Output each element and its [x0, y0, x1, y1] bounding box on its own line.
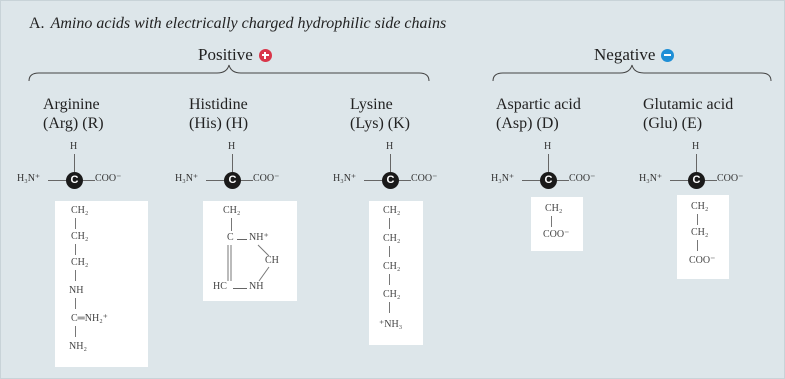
alpha-carbon: C — [688, 172, 705, 189]
carboxyl-group: COO⁻ — [411, 173, 438, 184]
structure-arginine: H H₃N⁺ C COO⁻ CH₂ CH₂ CH₂ NH C═NH₂⁺ NH₂ — [15, 141, 155, 371]
amino-group: H₃N⁺ — [639, 173, 663, 184]
chain-item: CH₂ — [691, 201, 709, 212]
aa-name: Histidine — [189, 96, 248, 113]
aa-name: Glutamic acid — [643, 96, 734, 113]
aa-abbrev: (Glu) (E) — [643, 115, 703, 132]
chain-item: CH₂ — [71, 231, 89, 242]
ring-bonds — [227, 244, 270, 282]
aa-name: Aspartic acid — [496, 96, 581, 113]
positive-charge-icon — [258, 48, 272, 62]
positive-group-label: Positive — [198, 45, 272, 65]
diagram-title: A. Amino acids with electrically charged … — [29, 15, 446, 33]
aa-name: Arginine — [43, 96, 100, 113]
backbone-h: H — [386, 141, 394, 152]
positive-label-text: Positive — [198, 45, 253, 64]
backbone-h: H — [692, 141, 700, 152]
structure-glutamic-acid: H H₃N⁺ C COO⁻ CH₂ CH₂ COO⁻ — [637, 141, 777, 281]
backbone-h: H — [544, 141, 552, 152]
chain-item: COO⁻ — [689, 255, 716, 266]
amino-group: H₃N⁺ — [491, 173, 515, 184]
alpha-carbon: C — [382, 172, 399, 189]
aa-glutamic-acid: Glutamic acid (Glu) (E) — [643, 95, 733, 133]
chain-item: CH₂ — [71, 205, 89, 216]
alpha-carbon: C — [224, 172, 241, 189]
aa-aspartic-acid: Aspartic acid (Asp) (D) — [496, 95, 581, 133]
alpha-carbon: C — [540, 172, 557, 189]
aa-abbrev: (Asp) (D) — [496, 115, 559, 132]
title-letter: A. — [29, 15, 45, 32]
chain-item: COO⁻ — [543, 229, 570, 240]
structure-lysine: H H₃N⁺ C COO⁻ CH₂ CH₂ CH₂ CH₂ ⁺NH₃ — [331, 141, 471, 351]
carboxyl-group: COO⁻ — [95, 173, 122, 184]
side-chain-box: CH₂ C NH⁺ CH HC NH — [203, 201, 297, 301]
chain-item: CH₂ — [383, 261, 401, 272]
structure-histidine: H H₃N⁺ C COO⁻ CH₂ C NH⁺ CH HC NH — [173, 141, 313, 311]
alpha-carbon: C — [66, 172, 83, 189]
chain-item: CH₂ — [383, 289, 401, 300]
chain-item: CH₂ — [545, 203, 563, 214]
ring-c: C — [227, 232, 234, 243]
aa-abbrev: (Lys) (K) — [350, 115, 410, 132]
side-chain-box: CH₂ CH₂ COO⁻ — [677, 195, 729, 279]
chain-item: NH₂ — [69, 341, 87, 352]
negative-charge-icon — [661, 48, 675, 62]
side-chain-box: CH₂ CH₂ CH₂ NH C═NH₂⁺ NH₂ — [55, 201, 148, 367]
negative-brace — [492, 64, 772, 82]
amino-group: H₃N⁺ — [17, 173, 41, 184]
chain-item: CH₂ — [383, 233, 401, 244]
aa-histidine: Histidine (His) (H) — [189, 95, 248, 133]
ring-nh-bottom: NH — [249, 281, 264, 292]
aa-arginine: Arginine (Arg) (R) — [43, 95, 104, 133]
chain-item: C═NH₂⁺ — [71, 313, 108, 324]
side-chain-box: CH₂ CH₂ CH₂ CH₂ ⁺NH₃ — [369, 201, 423, 345]
ring-nh-top: NH⁺ — [249, 232, 269, 243]
ring-ch: CH — [265, 255, 279, 266]
backbone-h: H — [228, 141, 236, 152]
chain-item: NH — [69, 285, 84, 296]
side-chain-box: CH₂ COO⁻ — [531, 197, 583, 251]
negative-group-label: Negative — [594, 45, 675, 65]
ring-ch2: CH₂ — [223, 205, 241, 216]
carboxyl-group: COO⁻ — [253, 173, 280, 184]
aa-lysine: Lysine (Lys) (K) — [350, 95, 410, 133]
ring-hc: HC — [213, 281, 227, 292]
amino-group: H₃N⁺ — [175, 173, 199, 184]
chain-item: CH₂ — [691, 227, 709, 238]
aa-abbrev: (Arg) (R) — [43, 115, 104, 132]
chain-item: ⁺NH₃ — [379, 319, 403, 330]
title-text: Amino acids with electrically charged hy… — [50, 15, 447, 32]
negative-label-text: Negative — [594, 45, 656, 64]
backbone-h: H — [70, 141, 78, 152]
aa-name: Lysine — [350, 96, 393, 113]
carboxyl-group: COO⁻ — [717, 173, 744, 184]
aa-abbrev: (His) (H) — [189, 115, 249, 132]
chain-item: CH₂ — [71, 257, 89, 268]
structure-aspartic-acid: H H₃N⁺ C COO⁻ CH₂ COO⁻ — [489, 141, 629, 261]
carboxyl-group: COO⁻ — [569, 173, 596, 184]
amino-group: H₃N⁺ — [333, 173, 357, 184]
chain-item: CH₂ — [383, 205, 401, 216]
positive-brace — [28, 64, 430, 82]
